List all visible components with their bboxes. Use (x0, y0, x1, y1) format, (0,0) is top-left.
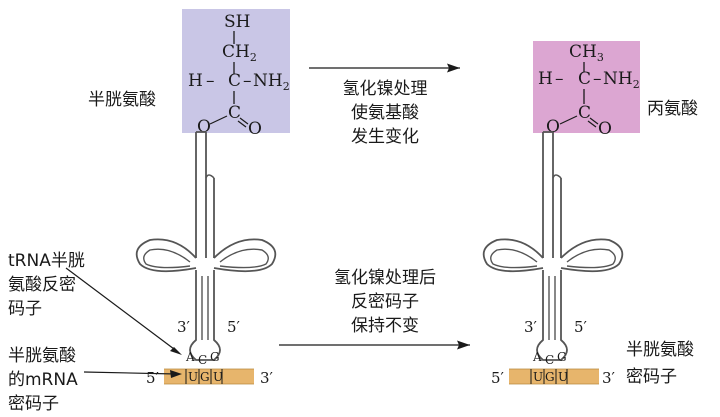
left-codon-u2: U (213, 370, 223, 384)
left-mrna-pointer (83, 370, 182, 378)
bottom-arrow-line-2: 反密码子 (351, 292, 419, 312)
right-anticodon-c: C (545, 353, 554, 367)
right-mrna-3prime: 3′ (602, 369, 616, 387)
right-anticodon-a: A (532, 350, 542, 364)
right-codon-g: G (545, 370, 555, 384)
cysteine-carbonyl-c: C (228, 103, 241, 123)
left-trna (135, 131, 277, 361)
bottom-arrow-line-1: 氢化镍处理后 (334, 268, 436, 288)
alanine-amine-sub: 2 (633, 78, 640, 91)
top-arrow-line-2: 使氨基酸 (351, 102, 419, 123)
cysteine-structure: SH CH2 H – C – NH2 C O O (182, 9, 290, 139)
right-anticodon-g: G (557, 350, 567, 364)
top-arrow-line-3: 发生变化 (351, 127, 419, 147)
right-mrna-5prime: 5′ (491, 369, 505, 387)
cysteine-sh: SH (224, 12, 250, 32)
left-anticodon-a: A (185, 350, 195, 364)
cysteine-dash-left: – (206, 71, 215, 91)
alanine-carbonyl-o: O (598, 119, 612, 139)
alanine-amine: NH (603, 69, 633, 89)
left-mrna-label-line-1: 半胱氨酸 (8, 346, 76, 366)
top-arrow-line-1: 氢化镍处理 (343, 79, 428, 99)
left-anticodon-g: G (210, 350, 220, 364)
cysteine-amine: NH (253, 71, 283, 91)
left-codon-u1: U (188, 370, 198, 384)
cysteine-alpha-h: H (188, 71, 203, 91)
left-trna-label-line-1: tRNA半胱 (8, 251, 85, 271)
cysteine-ester-o: O (197, 117, 211, 137)
alanine-dash-right: – (593, 69, 602, 89)
alanine-carbonyl-c: C (578, 103, 591, 123)
alanine-methyl: CH (569, 42, 597, 62)
cysteine-ch2-sub: 2 (250, 51, 257, 64)
left-mrna-5prime: 5′ (146, 369, 160, 387)
left-trna-label-line-3: 码子 (8, 299, 42, 319)
cysteine-carbonyl-o: O (248, 119, 262, 139)
bottom-arrow (279, 340, 470, 350)
right-codon-u2: U (558, 370, 568, 384)
alanine-structure: CH3 H – C – NH2 C O O (533, 41, 640, 139)
cysteine-label: 半胱氨酸 (88, 90, 156, 110)
left-mrna (164, 368, 254, 385)
cysteine-amine-sub: 2 (283, 80, 290, 93)
right-trna-3prime: 3′ (524, 318, 538, 336)
right-trna (482, 131, 624, 361)
right-mrna-label-line-1: 半胱氨酸 (626, 340, 694, 360)
cysteine-box (182, 9, 290, 133)
left-mrna-label-line-2: 的mRNA (8, 370, 78, 390)
left-mrna-3prime: 3′ (260, 369, 274, 387)
left-trna-pointer (65, 267, 182, 355)
alanine-methyl-sub: 3 (597, 51, 604, 64)
left-trna-label-line-2: 氨酸反密 (8, 275, 76, 295)
svg-text:CH3: CH3 (569, 42, 604, 64)
left-mrna-label-line-3: 密码子 (8, 394, 59, 414)
bottom-arrow-line-3: 保持不变 (351, 316, 419, 336)
cysteine-ch2: CH (222, 42, 250, 62)
left-codon-g: G (200, 370, 210, 384)
svg-text:NH2: NH2 (253, 71, 290, 93)
right-mrna (509, 368, 599, 385)
alanine-dash-left: – (555, 69, 564, 89)
svg-text:NH2: NH2 (603, 69, 640, 91)
alanine-alpha-c: C (578, 69, 591, 89)
left-anticodon-c: C (198, 353, 207, 367)
cysteine-dash-right: – (243, 71, 252, 91)
right-mrna-label-line-2: 密码子 (626, 367, 677, 387)
svg-text:CH2: CH2 (222, 42, 257, 64)
alanine-alpha-h: H (538, 69, 553, 89)
right-codon-u1: U (533, 370, 543, 384)
left-trna-5prime: 5′ (227, 318, 241, 336)
right-trna-5prime: 5′ (574, 318, 588, 336)
cysteine-alpha-c: C (228, 71, 241, 91)
alanine-label: 丙氨酸 (647, 99, 698, 119)
top-arrow (309, 63, 460, 73)
alanine-box (533, 41, 640, 133)
left-trna-3prime: 3′ (177, 318, 191, 336)
